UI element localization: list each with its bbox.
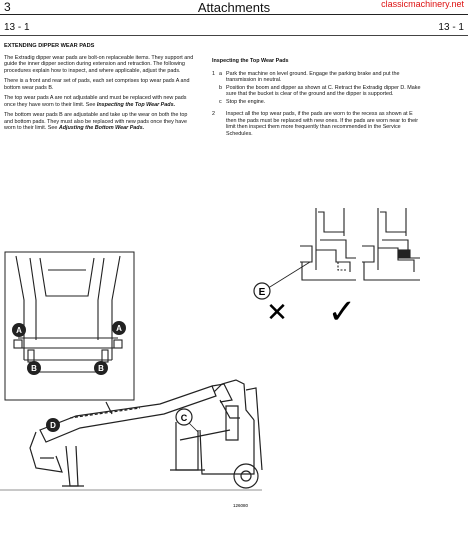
wear-pad-detail-worn — [300, 208, 356, 281]
dipper-cross-section-diagram: A A B B — [4, 251, 135, 401]
callout-c-leader — [187, 421, 199, 433]
step-text: Position the boom and dipper as shown at… — [226, 84, 421, 98]
step-text: Park the machine on level ground. Engage… — [226, 70, 400, 84]
intro-paragraph: The Extradig dipper wear pads are bolt-o… — [4, 54, 194, 74]
page-title: Attachments — [197, 0, 271, 15]
procedure-heading: Inspecting the Top Wear Pads — [212, 58, 289, 64]
top-pads-paragraph: The top wear pads A are not adjustable a… — [4, 95, 194, 108]
subheader-rule — [0, 35, 468, 36]
incorrect-mark-icon: ✕ — [266, 297, 288, 327]
inspect-top-pads-reference: Inspecting the Top Wear Pads. — [96, 101, 176, 108]
adjust-bottom-pads-reference: Adjusting the Bottom Wear Pads. — [58, 125, 145, 131]
section-number: 3 — [4, 0, 11, 14]
figure-number: 126080 — [233, 503, 249, 508]
correct-mark-icon: ✓ — [328, 293, 357, 331]
left-text-column: EXTENDING DIPPER WEAR PADS The Extradig … — [4, 43, 194, 136]
callout-e-label: E — [259, 287, 266, 298]
header-rule — [0, 14, 468, 15]
right-text-column: Inspecting the Top Wear Pads 1 a Park th… — [212, 58, 422, 138]
step-text: Stop the engine. — [226, 98, 266, 105]
callout-c-circle — [175, 408, 193, 426]
bottom-pads-text: The bottom wear pads B are adjustable an… — [4, 112, 188, 131]
callout-c-label: C — [181, 413, 188, 423]
step-text: Inspect all the top wear pads, if the pa… — [226, 111, 419, 137]
top-pads-text: The top wear pads A are not adjustable a… — [4, 95, 187, 108]
step-1c: c Stop the engine. — [212, 99, 422, 106]
section-heading: EXTENDING DIPPER WEAR PADS — [4, 43, 95, 49]
watermark-text: classicmachinery.net — [381, 0, 464, 9]
callout-e-circle — [253, 282, 271, 300]
step-letter: b — [219, 84, 222, 91]
bottom-pads-paragraph: The bottom wear pads B are adjustable an… — [4, 112, 194, 132]
callout-d-circle — [46, 418, 60, 432]
page-number-left: 13 - 1 — [4, 22, 30, 33]
step-letter: a — [219, 70, 222, 77]
backhoe-side-view — [0, 379, 263, 491]
step-1b: b Position the boom and dipper as shown … — [212, 85, 422, 98]
callout-a-right: A — [116, 324, 122, 333]
step-number: 2 — [212, 111, 215, 117]
step-1a: 1 a Park the machine on level ground. En… — [212, 71, 422, 84]
page-number-right: 13 - 1 — [438, 22, 464, 33]
wear-pad-detail-ok — [362, 208, 420, 281]
callout-e-leader — [264, 261, 311, 291]
callout-b-left: B — [31, 364, 37, 373]
step-letter: c — [219, 98, 222, 105]
callout-d-label: D — [50, 421, 56, 430]
step-number: 1 — [212, 70, 215, 77]
callout-a-left: A — [16, 326, 22, 335]
step-2: 2 Inspect all the top wear pads, if the … — [212, 111, 422, 137]
pad-sets-paragraph: There is a front and rear set of pads, e… — [4, 78, 190, 91]
callout-b-right: B — [98, 364, 104, 373]
